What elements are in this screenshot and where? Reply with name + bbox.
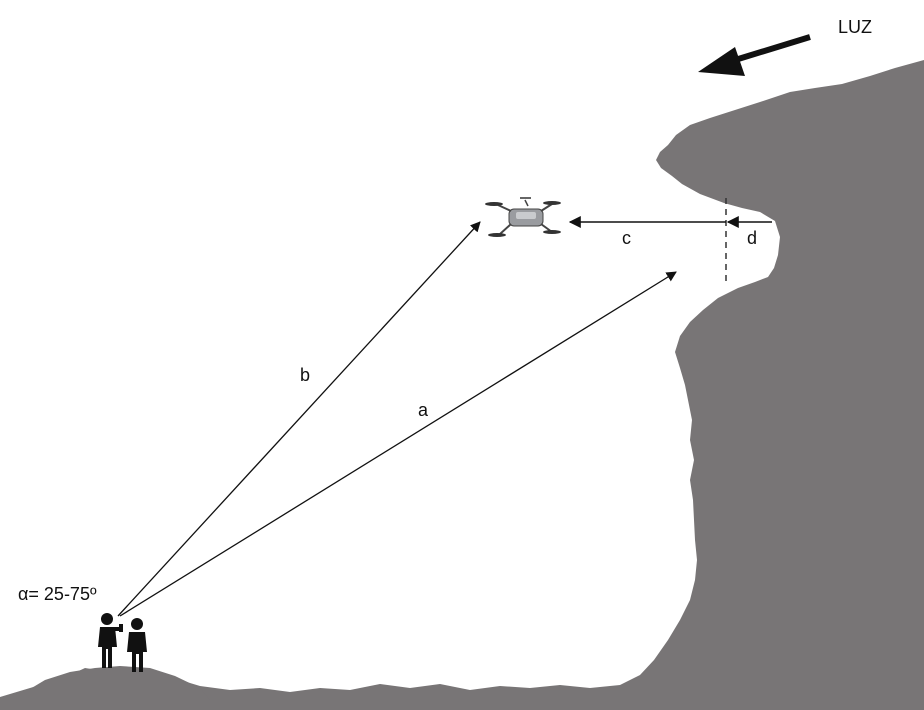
people-icon: [98, 613, 147, 672]
line-a-label: a: [418, 400, 429, 420]
angle-label: α= 25-75º: [18, 584, 97, 604]
arrow-left-icon: [698, 34, 811, 76]
cliff: [0, 60, 924, 710]
light-label: LUZ: [838, 17, 872, 37]
line-b-arrow: [117, 221, 481, 617]
line-b-label: b: [300, 365, 310, 385]
line-a-arrow: [119, 271, 677, 617]
drone-icon: [485, 197, 561, 237]
line-c-label: c: [622, 228, 631, 248]
line-d-label: d: [747, 228, 757, 248]
ground-mound: [20, 666, 210, 700]
